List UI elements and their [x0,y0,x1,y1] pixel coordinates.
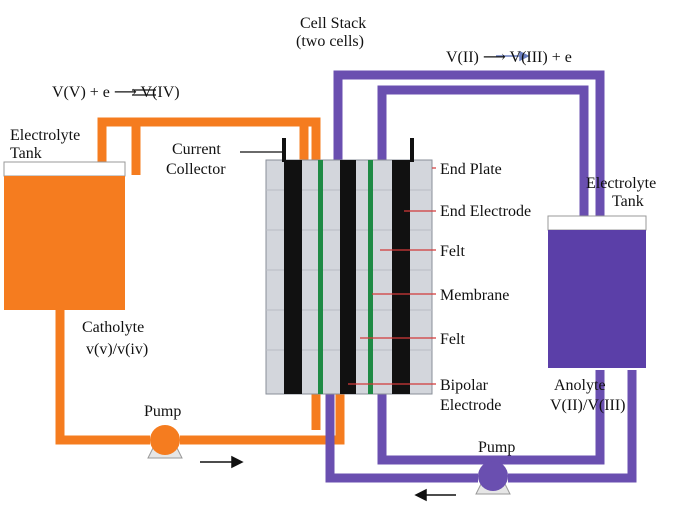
pump-left [147,425,183,459]
flow-arrow-right [200,455,244,469]
membrane-label: Membrane [440,287,509,304]
cell-stack [265,138,433,395]
bipolar-electrode-label: Bipolar [440,377,489,394]
catholyte-tank [3,161,126,310]
cell-stack-sublabel: (two cells) [296,33,364,50]
catholyte-sublabel: v(v)/v(iv) [86,341,148,358]
current-collector-left [282,138,286,162]
flow-arrow-left [414,488,456,502]
anolyte-pipes [325,70,637,483]
pump-left-label: Pump [144,403,181,420]
tank-right-label: Electrolyte [586,175,656,192]
end-electrode-label: End Electrode [440,203,531,220]
catholyte-label: Catholyte [82,319,144,336]
end-electrode-right [392,160,410,394]
anolyte-sublabel: V(II)/V(III) [550,397,626,414]
tank-left-sublabel: Tank [10,145,42,162]
reaction-catholyte-label: V(V) + e ⟶ V(IV) [52,84,180,101]
anolyte-label: Anolyte [554,377,606,394]
bipolar-electrode [340,160,356,394]
reaction-arrow-icon [496,50,530,62]
equilibrium-arrow-icon [132,89,156,96]
catholyte-pipes [55,117,345,445]
felt-bottom-label: Felt [440,331,465,348]
tank-left-label: Electrolyte [10,127,80,144]
pump-right [475,461,511,495]
tank-right-sublabel: Tank [612,193,644,210]
end-electrode-left [284,160,302,394]
current-collector-sublabel: Collector [166,161,226,178]
bipolar-electrode-sublabel: Electrode [440,397,501,414]
current-collector-right [410,138,414,162]
anolyte-tank [547,215,647,368]
pump-right-label: Pump [478,439,515,456]
leader-lines [240,151,436,385]
cell-stack-label: Cell Stack [300,15,366,32]
current-collector-label: Current [172,141,221,158]
membrane-left [318,160,323,394]
reaction-anolyte-label: V(II) ⟶ V(III) + e [446,49,572,66]
end-plate-label: End Plate [440,161,502,178]
membrane-right [368,160,373,394]
felt-top-label: Felt [440,243,465,260]
